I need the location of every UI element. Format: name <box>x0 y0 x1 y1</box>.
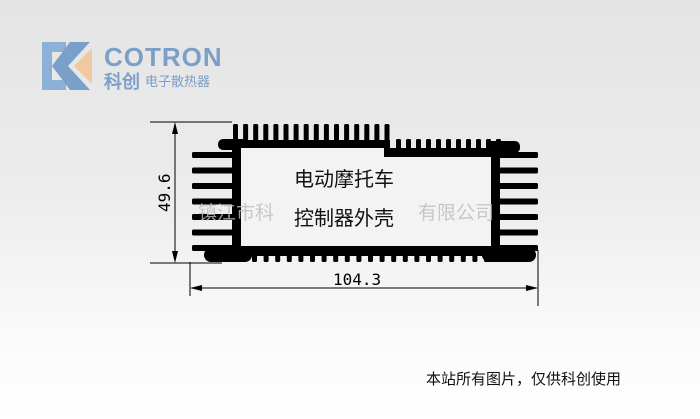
part-title-line2: 控制器外壳 <box>294 206 394 230</box>
height-dimension-label: 49.6 <box>155 173 174 212</box>
brand-tagline: 电子散热器 <box>145 75 211 90</box>
heatsink-fin <box>494 167 538 174</box>
heatsink-fin <box>192 167 236 174</box>
heatsink-fin <box>192 198 236 205</box>
watermark-left: 镇江市科 <box>198 202 274 224</box>
brand-name-cn: 科创 <box>104 72 140 93</box>
width-dimension-label: 104.3 <box>333 270 381 289</box>
cotron-logo-icon <box>42 42 92 90</box>
heatsink-fin <box>494 152 538 158</box>
width-dimension: 104.3 <box>189 250 539 306</box>
heatsink-fin <box>494 198 538 205</box>
heatsink-fin <box>494 214 538 220</box>
usage-notice: 本站所有图片，仅供科创使用 <box>426 370 622 388</box>
brand-name: COTRON <box>104 42 223 72</box>
heatsink-fin <box>494 229 538 236</box>
heatsink-fin <box>192 214 236 220</box>
heatsink-fin <box>192 152 236 158</box>
part-title-line1: 电动摩托车 <box>294 167 394 191</box>
heatsink-fin <box>192 183 236 189</box>
height-dimension: 49.6 <box>150 121 232 264</box>
heatsink-body <box>204 139 536 262</box>
heatsink-fin <box>192 229 236 236</box>
watermark-right: 有限公司 <box>418 202 494 224</box>
heatsink-fin <box>494 183 538 189</box>
